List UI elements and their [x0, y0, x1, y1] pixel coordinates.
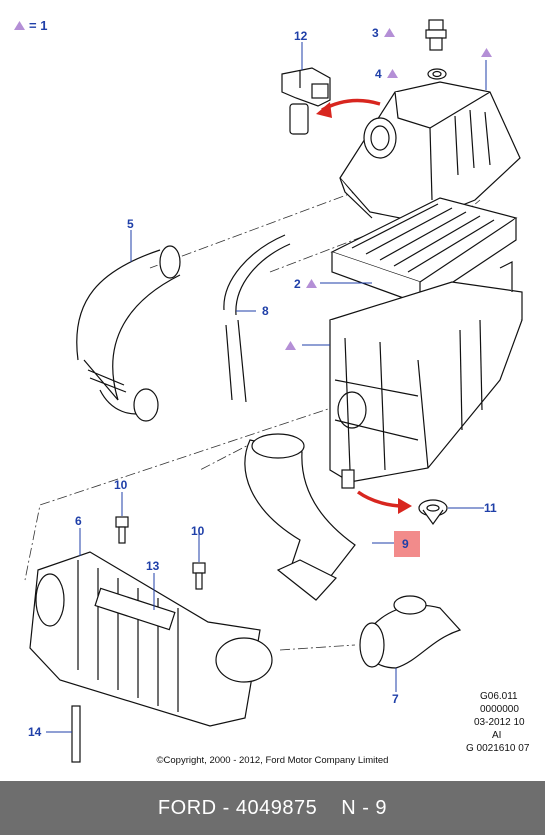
copyright-notice: ©Copyright, 2000 - 2012, Ford Motor Comp… [156, 755, 389, 766]
callout-6: 6 [75, 514, 82, 528]
highlight-box [394, 531, 420, 557]
drawing-code-line: G06.011 [480, 691, 518, 702]
triangle-icon [306, 279, 317, 288]
air-cleaner-cover [339, 81, 521, 223]
bolt-part [192, 562, 206, 590]
callout-2: 2 [294, 277, 301, 291]
callout-13: 13 [146, 559, 160, 573]
arrow-icon [398, 498, 412, 514]
callout-14: 14 [28, 725, 42, 739]
air-duct-part [244, 433, 356, 601]
triangle-icon [14, 21, 25, 30]
leader-lines [46, 42, 487, 733]
callout-5: 5 [127, 217, 134, 231]
air-cleaner-housing [329, 261, 523, 489]
sensor-part [425, 19, 447, 51]
triangle-icon [384, 28, 395, 37]
grommet-part [427, 68, 447, 80]
exploded-parts-diagram: = 1 [14, 18, 523, 763]
callout-11: 11 [484, 501, 497, 515]
callout-9: 9 [402, 537, 409, 551]
intake-resonator-part [29, 551, 273, 763]
airflow-sensor-part [281, 67, 331, 135]
drawing-code-line: 0000000 [480, 704, 519, 715]
callout-reference-label: N - 9 [341, 796, 388, 819]
legend-label: = 1 [29, 18, 47, 33]
callout-3: 3 [372, 26, 379, 40]
breather-tube-part [223, 234, 291, 403]
callout-10-upper: 10 [114, 478, 128, 492]
part-number-label: FORD - 4049875 [157, 796, 318, 819]
callout-7: 7 [392, 692, 399, 706]
drawing-code-line: G 0021610 07 [466, 743, 530, 754]
drawing-code-block: G06.011 0000000 03-2012 10 AI G 0021610 … [466, 690, 540, 755]
drain-valve-part [418, 499, 448, 526]
callout-12: 12 [294, 29, 308, 43]
drawing-code-line: 03-2012 10 [474, 717, 525, 728]
callout-4: 4 [375, 67, 382, 81]
triangle-icon [387, 69, 398, 78]
filter-element-part [330, 197, 518, 305]
bolt-part [115, 516, 129, 544]
arrow-icon [356, 490, 405, 508]
arrow-icon [316, 102, 332, 118]
rubber-elbow-part [359, 595, 462, 669]
triangle-icon [285, 341, 296, 350]
footer-bar: FORD - 4049875 N - 9 [0, 781, 545, 835]
callout-8: 8 [262, 304, 269, 318]
intake-hose-part [76, 245, 181, 422]
drawing-code-line: AI [492, 730, 502, 741]
callout-10-lower: 10 [191, 524, 205, 538]
triangle-icon [481, 48, 492, 57]
